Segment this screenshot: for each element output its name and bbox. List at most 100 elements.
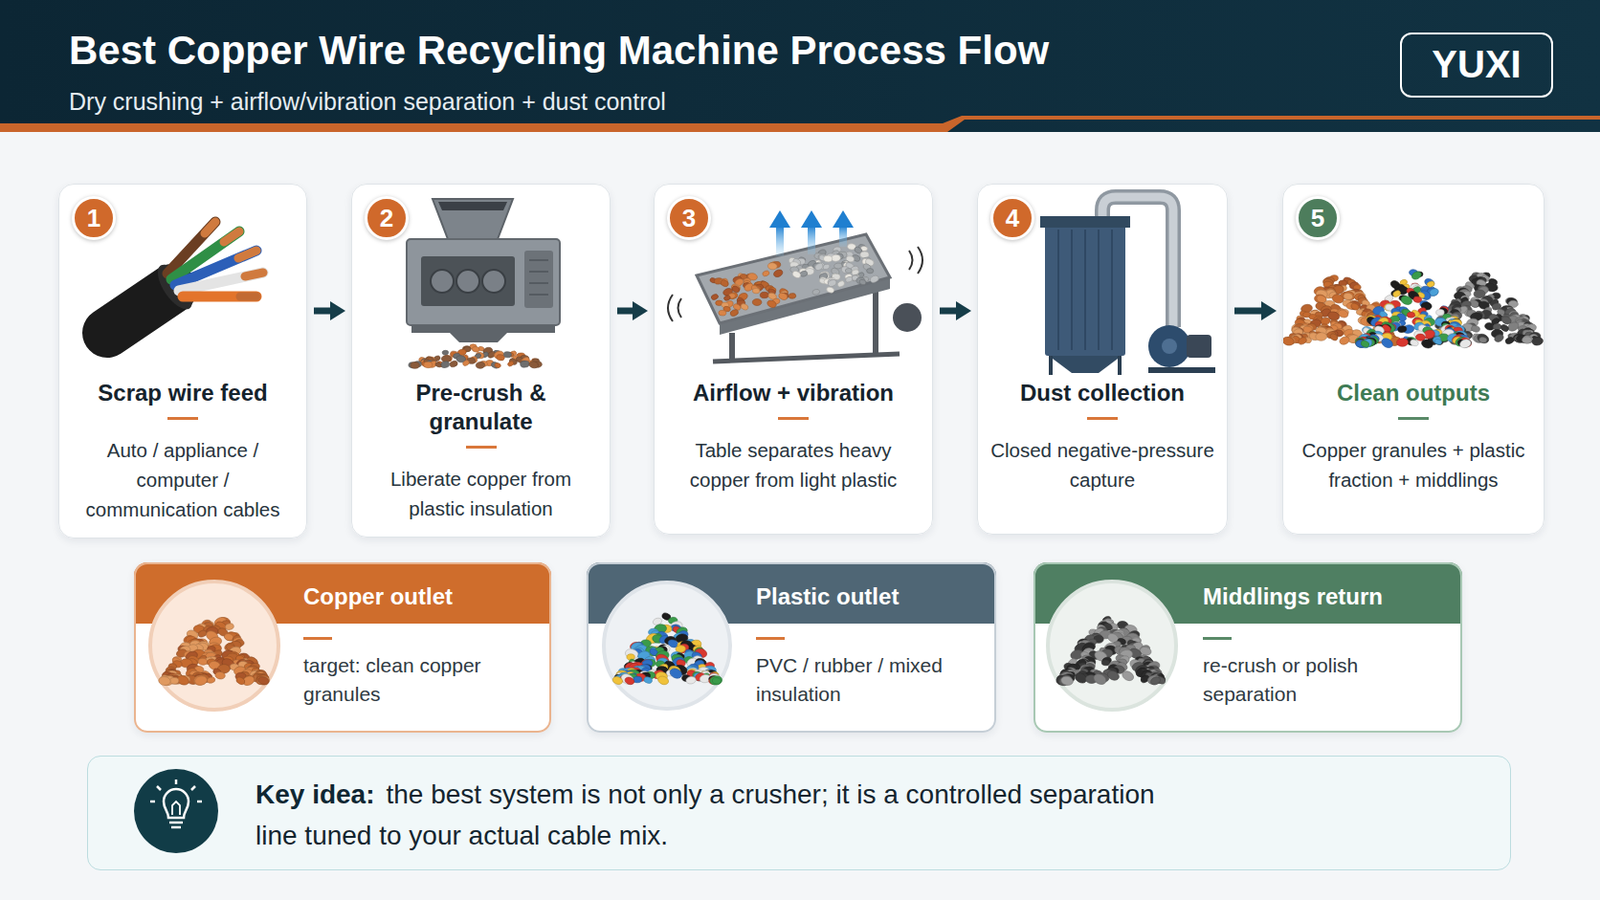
particle xyxy=(462,359,470,368)
card-fill xyxy=(653,183,934,535)
divider xyxy=(466,445,497,449)
particle xyxy=(1343,292,1354,301)
step-card: 5Clean outputsCopper granules + plastic … xyxy=(1282,183,1545,535)
particle xyxy=(214,671,225,681)
icon-circle xyxy=(133,769,219,854)
particle xyxy=(836,280,845,289)
picture-circle xyxy=(1047,581,1177,711)
particle xyxy=(766,299,778,310)
crusher-base xyxy=(411,325,556,334)
particle xyxy=(206,676,217,685)
step-heading: Clean outputs xyxy=(1294,378,1533,408)
card-fill xyxy=(1282,183,1545,535)
crusher-motor xyxy=(524,250,554,309)
picture-circle xyxy=(603,582,731,710)
particle xyxy=(1379,336,1395,351)
output-piles xyxy=(1281,268,1544,351)
particle xyxy=(507,360,515,368)
step-card: 2Pre-crush & granulateLiberate copper fr… xyxy=(351,183,611,538)
particle xyxy=(1435,309,1445,316)
bulb-ray xyxy=(156,786,161,791)
particle xyxy=(519,360,530,369)
particle xyxy=(197,629,208,639)
granules xyxy=(407,344,542,370)
particle xyxy=(1493,333,1506,344)
outlet-card: Plastic outletPVC / rubber / mixed insul… xyxy=(586,562,997,734)
particle xyxy=(1146,674,1160,687)
copper-tip xyxy=(204,222,216,234)
step-number: 1 xyxy=(74,199,113,238)
particle xyxy=(729,309,739,318)
particle xyxy=(1409,338,1420,347)
particle xyxy=(759,291,769,299)
collector-housing xyxy=(1044,223,1126,356)
airflow-arrow xyxy=(769,210,791,228)
card-fill xyxy=(351,183,611,538)
card-fill xyxy=(133,562,552,734)
particle xyxy=(440,360,450,369)
particle xyxy=(799,269,808,278)
roller xyxy=(430,269,454,293)
table-leg xyxy=(729,333,735,362)
lightbulb-icon xyxy=(133,769,219,854)
hopper-opening xyxy=(438,201,508,211)
middlings-pile xyxy=(1055,615,1167,688)
particle xyxy=(1281,335,1295,347)
particle xyxy=(611,675,623,687)
particle xyxy=(822,263,831,270)
filament xyxy=(172,801,180,816)
header-band xyxy=(0,0,1600,133)
particle xyxy=(772,268,784,279)
subtitle: Dry crushing + airflow/vibration separat… xyxy=(68,87,667,116)
airflow-arrow xyxy=(776,225,784,257)
particle xyxy=(495,354,506,362)
particle xyxy=(1101,660,1110,667)
airflow-arrow xyxy=(800,210,823,228)
housing-rib xyxy=(1111,229,1113,351)
particle xyxy=(711,677,722,686)
particle xyxy=(709,675,723,687)
card-fill xyxy=(87,755,1512,871)
card-fill xyxy=(1033,562,1463,734)
particle xyxy=(170,677,179,685)
particle xyxy=(434,361,443,369)
particle xyxy=(423,361,433,369)
flow-arrow xyxy=(313,308,331,315)
outlet-title: Plastic outlet xyxy=(755,583,981,611)
step-number-circle: 2 xyxy=(364,196,409,241)
outlet-body: re-crush or polish separation xyxy=(1202,651,1447,710)
separator-table-icon xyxy=(667,210,923,362)
particle xyxy=(633,676,643,684)
outlet-card: Copper outlettarget: clean copper granul… xyxy=(133,562,552,734)
motor-rib xyxy=(529,270,549,273)
divider xyxy=(1202,637,1232,641)
particle xyxy=(1506,320,1520,334)
particle xyxy=(830,254,841,263)
step-body: Auto / appliance / computer / communicat… xyxy=(70,435,295,525)
housing-rib xyxy=(1070,229,1073,351)
particle xyxy=(1470,325,1481,334)
particle xyxy=(858,279,867,287)
step-heading: Scrap wire feed xyxy=(70,378,295,408)
particle xyxy=(788,292,797,299)
collector-leg xyxy=(1048,355,1053,376)
particle xyxy=(1410,269,1423,281)
vibration-mark xyxy=(909,250,913,270)
particle xyxy=(1315,333,1328,342)
bulb-ray xyxy=(175,779,178,785)
particle xyxy=(1459,335,1474,349)
particle xyxy=(1459,337,1473,350)
bulb-base xyxy=(171,826,181,830)
step-number: 5 xyxy=(1298,199,1337,238)
roller xyxy=(482,269,506,293)
crusher-chamber xyxy=(421,256,515,307)
particle xyxy=(723,294,732,302)
title: Best Copper Wire Recycling Machine Proce… xyxy=(68,24,1049,77)
divider xyxy=(755,637,785,641)
copper-tip xyxy=(238,250,257,259)
particle xyxy=(813,262,824,272)
logo-text: YUXI xyxy=(1401,34,1552,95)
step-number-circle: 1 xyxy=(71,196,116,241)
collector-hopper xyxy=(1048,355,1122,374)
particle xyxy=(1521,336,1532,345)
